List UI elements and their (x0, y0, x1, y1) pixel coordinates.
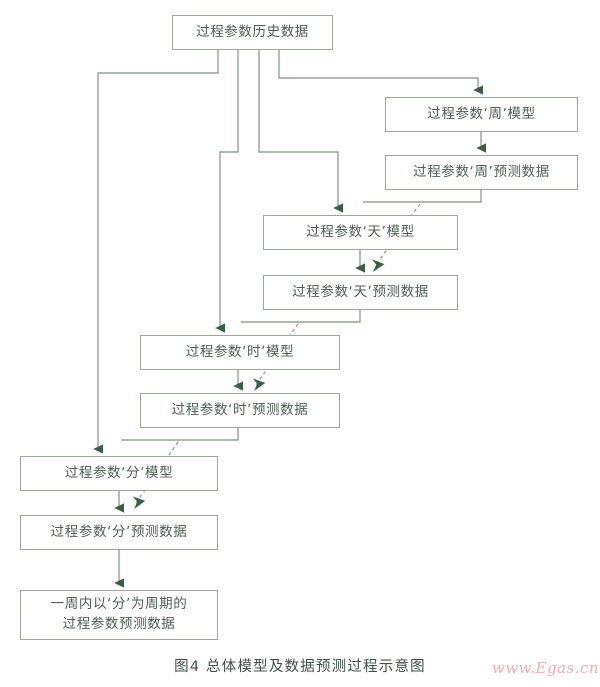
edge-history-to-day-model (258, 50, 343, 213)
stub-hour-pred-elbow (121, 428, 239, 441)
node-label: 过程参数‘周’模型 (427, 105, 536, 122)
stub-week-pred-elbow (363, 190, 482, 203)
node-hour-pred[interactable]: 过程参数‘时’预测数据 (140, 393, 340, 428)
edge-history-to-hour-model (215, 50, 239, 333)
node-label: 过程参数‘天’预测数据 (292, 283, 429, 300)
node-label: 过程参数‘时’预测数据 (171, 401, 309, 418)
node-label: 过程参数‘周’预测数据 (413, 163, 550, 180)
edge-history-to-minute-model (93, 50, 219, 454)
node-label: 过程参数历史数据 (196, 23, 309, 40)
edge-history-to-week-model (278, 50, 483, 95)
site-watermark: www.Egas.cn (492, 659, 600, 677)
node-final-output[interactable]: 一周内以‘分’为周期的 过程参数预测数据 (20, 590, 218, 640)
node-label: 过程参数‘时’模型 (185, 343, 295, 360)
node-minute-model[interactable]: 过程参数‘分’模型 (20, 456, 218, 491)
node-minute-pred[interactable]: 过程参数‘分’预测数据 (20, 515, 218, 550)
node-day-pred[interactable]: 过程参数‘天’预测数据 (263, 275, 458, 310)
node-day-model[interactable]: 过程参数‘天’模型 (263, 215, 458, 250)
node-label: 一周内以‘分’为周期的 过程参数预测数据 (50, 596, 188, 632)
node-label: 过程参数‘天’模型 (306, 223, 415, 240)
node-label: 过程参数‘分’模型 (64, 464, 174, 481)
node-week-pred[interactable]: 过程参数‘周’预测数据 (385, 155, 578, 190)
figure-caption: 图4 总体模型及数据预测过程示意图 (174, 659, 426, 675)
node-hour-model[interactable]: 过程参数‘时’模型 (140, 335, 340, 370)
stub-day-pred-elbow (241, 310, 361, 323)
node-week-model[interactable]: 过程参数‘周’模型 (385, 97, 578, 132)
node-history[interactable]: 过程参数历史数据 (172, 15, 333, 50)
node-label: 过程参数‘分’预测数据 (50, 523, 188, 540)
